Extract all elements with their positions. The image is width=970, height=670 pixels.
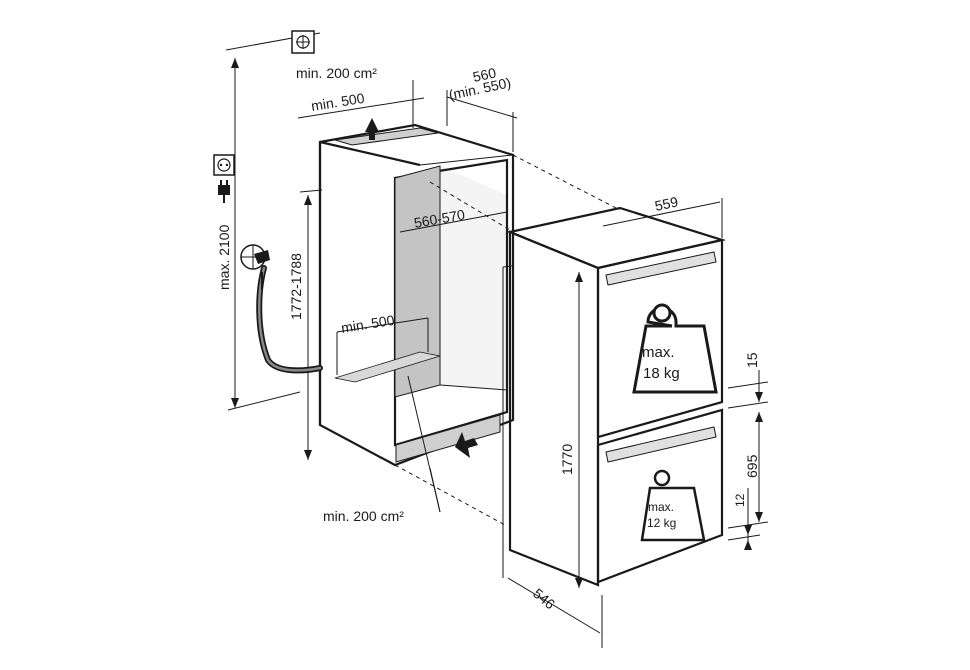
label-vent-top-width: min. 500 — [310, 90, 366, 114]
label-appliance-width: 559 — [653, 193, 679, 214]
label-lower-door: 695 — [744, 454, 760, 478]
label-weight-upper-2: 18 kg — [643, 365, 680, 382]
dimension-lines — [225, 32, 769, 648]
power-plug-icon — [218, 180, 230, 203]
label-weight-upper-1: max. — [642, 344, 675, 361]
plinth-vent — [395, 414, 501, 463]
label-appliance-depth: 546 — [530, 585, 558, 612]
upper-door — [596, 238, 724, 439]
label-height-max: max. 2100 — [216, 224, 232, 290]
appliance — [502, 206, 727, 587]
airflow-arrow-icon — [365, 118, 478, 458]
arrowheads — [231, 58, 763, 588]
projection-lines — [394, 154, 621, 526]
water-connection-icon — [291, 30, 315, 54]
label-vent-bottom-width: min. 500 — [340, 312, 396, 336]
top-vent — [334, 127, 439, 146]
label-weight-lower-1: max. — [648, 500, 674, 514]
label-niche-height: 1772-1788 — [288, 253, 304, 320]
label-niche-depth: 560 — [471, 64, 497, 85]
label-gap-top: 15 — [744, 352, 760, 368]
niche-back-wall — [440, 166, 507, 390]
label-vent-top-area: min. 200 cm² — [296, 65, 377, 81]
floor-vent — [334, 351, 441, 383]
label-gap-bottom: 12 — [733, 493, 747, 507]
weight-icon — [632, 303, 718, 394]
power-socket-icon — [213, 154, 235, 176]
label-appliance-height: 1770 — [559, 444, 575, 475]
niche-cabinet — [318, 123, 515, 467]
water-tap-icon — [240, 244, 323, 374]
label-weight-lower-2: 12 kg — [647, 516, 676, 530]
lower-door — [596, 408, 724, 584]
weight-icon — [640, 469, 706, 542]
label-vent-bottom-area: min. 200 cm² — [323, 508, 404, 524]
